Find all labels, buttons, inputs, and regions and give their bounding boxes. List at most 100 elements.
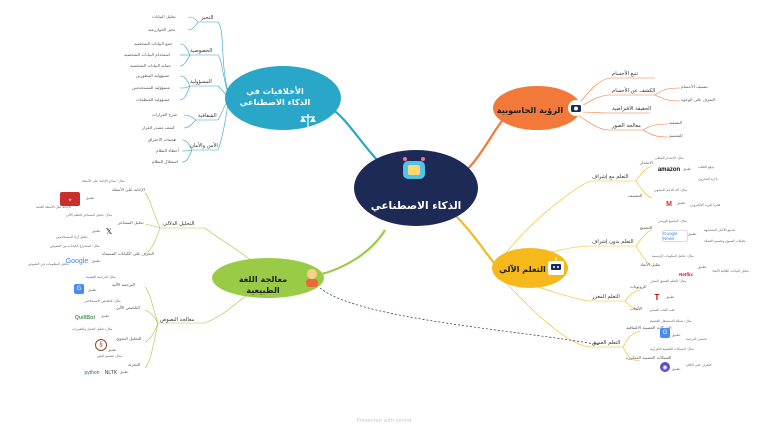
nlp-qa[interactable]: الإجابة على الأسئلة	[112, 187, 145, 192]
ml-deep[interactable]: التعلم العميق	[592, 340, 621, 346]
ethics-safety-2[interactable]: أخطاء النظام	[156, 148, 179, 153]
ml-robotics[interactable]: الروبوتات	[630, 284, 647, 289]
cnn-used-label: تطبيق	[672, 333, 681, 337]
ethics-privacy-2[interactable]: استخدام البيانات الشخصية	[124, 52, 170, 57]
robot-icon	[548, 257, 564, 275]
vision-processing[interactable]: معالجة الصور	[612, 123, 641, 129]
nlp-translation[interactable]: الترجمة الآلية	[112, 282, 135, 287]
ethics-accountability-3[interactable]: مسؤولية المنظمات	[136, 97, 170, 102]
ml-cnn-app: تحسين الترجمة	[686, 337, 707, 341]
center-title[interactable]: الذكاء الاصطناعي	[370, 200, 462, 212]
nlp-qa-app: الإجابة على الأسئلة العامة	[36, 205, 71, 209]
google-logo: Google	[65, 257, 89, 265]
vision-detection-faces[interactable]: التعرف على الوجوه	[681, 97, 715, 102]
nlp-entities[interactable]: التعرف على الكيانات المسماة	[102, 251, 154, 256]
ml-reduction-example: مثال: تحليل المكونات الرئيسية	[652, 254, 694, 258]
summarization-used-label: تطبيق	[101, 314, 110, 318]
nltk-logo: NLTK	[104, 369, 118, 376]
vision-tracking[interactable]: تتبع الأجسام	[612, 71, 639, 77]
nlp-tokenization[interactable]: التجزئة	[128, 362, 141, 367]
grammar-used-label: تطبيق	[108, 348, 117, 352]
ml-classification-app: فلترة البريد الإلكتروني	[690, 203, 721, 207]
nlp-sentiment-app: تحليل آراء المستخدمين	[56, 235, 88, 239]
ml-cnn-example: مثال: شبكة الاستشعار العصبية	[650, 319, 692, 323]
x-logo: 𝕏	[105, 226, 113, 236]
nlp-sentiment[interactable]: تحليل المشاعر	[118, 220, 144, 225]
nlp-qa-example: مثال: نماذج الإجابة على الأسئلة	[82, 179, 125, 183]
ethics-transparency[interactable]: الشفافية	[198, 113, 217, 119]
ml-reduction-app: تحليل البيانات العالية الأبعاد	[712, 269, 749, 273]
nlp-semantic[interactable]: التحليل الدلالي	[163, 221, 195, 227]
ml-supervised[interactable]: التعلم مع إشراف	[592, 174, 629, 180]
ml-games-app: لعب ألعاب الفيديو	[650, 308, 675, 312]
ethics-accountability[interactable]: المسؤولية	[190, 79, 212, 85]
ml-regression-app-1: توقع الطلب	[698, 165, 714, 169]
x-used-label: تطبيق	[92, 229, 101, 233]
ethics-transparency-1[interactable]: شرح القرارات	[152, 112, 178, 117]
ml-regression[interactable]: الانحدار	[640, 160, 653, 165]
vision-detection-classify[interactable]: تصنيف الأجسام	[681, 84, 708, 89]
nlp-summarization[interactable]: التلخيص الآلي	[116, 305, 140, 310]
ml-classification[interactable]: التصنيف	[628, 193, 643, 198]
nlp-grammar[interactable]: التحليل النحوي	[116, 336, 142, 341]
vision-detection[interactable]: الكشف عن الأجسام	[612, 88, 656, 94]
ethics-safety-3[interactable]: استقلال النظام	[152, 159, 178, 164]
ml-reduction[interactable]: تقليل الأبعاد	[640, 262, 661, 267]
ml-clustering[interactable]: التجميع	[640, 225, 653, 230]
ethics-bias[interactable]: التحيز	[201, 15, 214, 21]
connector-center-ml	[454, 214, 501, 269]
ml-rnn-app: التعرف على الكلام	[686, 363, 712, 367]
nlp-node	[212, 258, 324, 298]
ml-clustering-example: مثال: التجميع الهرمي	[658, 219, 687, 223]
ethics-privacy[interactable]: الخصوصية	[190, 48, 213, 54]
nlp-text[interactable]: معالجة النصوص	[160, 317, 195, 323]
nlp-title[interactable]: معالجة اللغة الطبيعية	[238, 274, 288, 296]
ethics-bias-1[interactable]: تحليل البيانات	[152, 14, 176, 19]
vision-processing-filter[interactable]: التصفية	[669, 120, 682, 125]
ml-clustering-app-2: تحليلات السوق وتقسيم العملاء	[704, 239, 746, 243]
footer-credit: Presented with xmind	[356, 418, 412, 424]
translation-used-label: تطبيق	[88, 288, 97, 292]
brain-icon	[403, 157, 425, 179]
ml-title[interactable]: التعلم الآلي	[499, 264, 546, 274]
camera-icon	[568, 100, 584, 116]
grammar-tool-logo: §	[95, 339, 107, 351]
ml-clustering-app-1: تجميع الأخبار المتشابهة	[704, 228, 736, 232]
ml-rnn[interactable]: الشبكات العصبية المتكررة	[626, 355, 672, 360]
gmail-used-label: تطبيق	[677, 201, 686, 205]
vision-processing-segment[interactable]: التقسيم	[669, 133, 683, 138]
nlp-entities-app: تحليل المعلومات في النصوص	[28, 262, 69, 266]
ethics-node	[225, 66, 341, 130]
ml-regression-app-2: إدارة المخزون	[698, 177, 718, 181]
nlp-entities-example: مثال: استخراج الكيانات من النصوص	[50, 244, 100, 248]
ethics-bias-2[interactable]: تحيز الخوارزمية	[148, 27, 176, 32]
scale-icon	[300, 114, 316, 130]
gmail-logo: M	[666, 200, 672, 208]
google-used-label: تطبيق	[92, 259, 101, 263]
ethics-safety[interactable]: الأمن والأمان	[190, 143, 218, 149]
ethics-transparency-2[interactable]: كشف مصدر القرار	[142, 125, 175, 130]
ethics-accountability-2[interactable]: مسؤولية المستخدمين	[132, 85, 170, 90]
netflix-logo: Netflix	[679, 271, 693, 277]
vision-ar[interactable]: الحقيقة الافتراضية	[612, 106, 652, 112]
ethics-title[interactable]: الأخلاقيات في الذكاء الاصطناعي	[239, 86, 311, 108]
amazon-used-label: تطبيق	[683, 167, 692, 171]
vision-title[interactable]: الرؤية الحاسوبية	[496, 105, 564, 115]
netflix-used-label: تطبيق	[698, 265, 707, 269]
ethics-privacy-1[interactable]: جمع البيانات الشخصية	[134, 41, 173, 46]
rnn-used-label: تطبيق	[672, 367, 681, 371]
ml-unsupervised[interactable]: التعلم بدون إشراف	[592, 239, 634, 245]
relation-dashed	[319, 287, 601, 346]
ml-regression-example: مثال: الانحدار الخطي	[655, 156, 684, 160]
ml-reinforcement[interactable]: التعلم المعزز	[592, 294, 620, 300]
ml-cnn[interactable]: الشبكات العصبية الالتفافية	[626, 325, 672, 330]
ml-games[interactable]: الألعاب	[630, 306, 643, 311]
ethics-accountability-1[interactable]: مسؤولية المطورين	[136, 73, 170, 78]
tesla-used-label: تطبيق	[666, 295, 675, 299]
vision-node	[493, 86, 581, 130]
ethics-safety-1[interactable]: هجمات الاختراق	[148, 137, 177, 142]
ethics-privacy-3[interactable]: حماية البيانات الشخصية	[130, 63, 172, 68]
ml-classification-example: مثال: آلة الدعم المتجهي	[654, 188, 688, 192]
voice-assistant-logo: ◉	[660, 362, 670, 372]
